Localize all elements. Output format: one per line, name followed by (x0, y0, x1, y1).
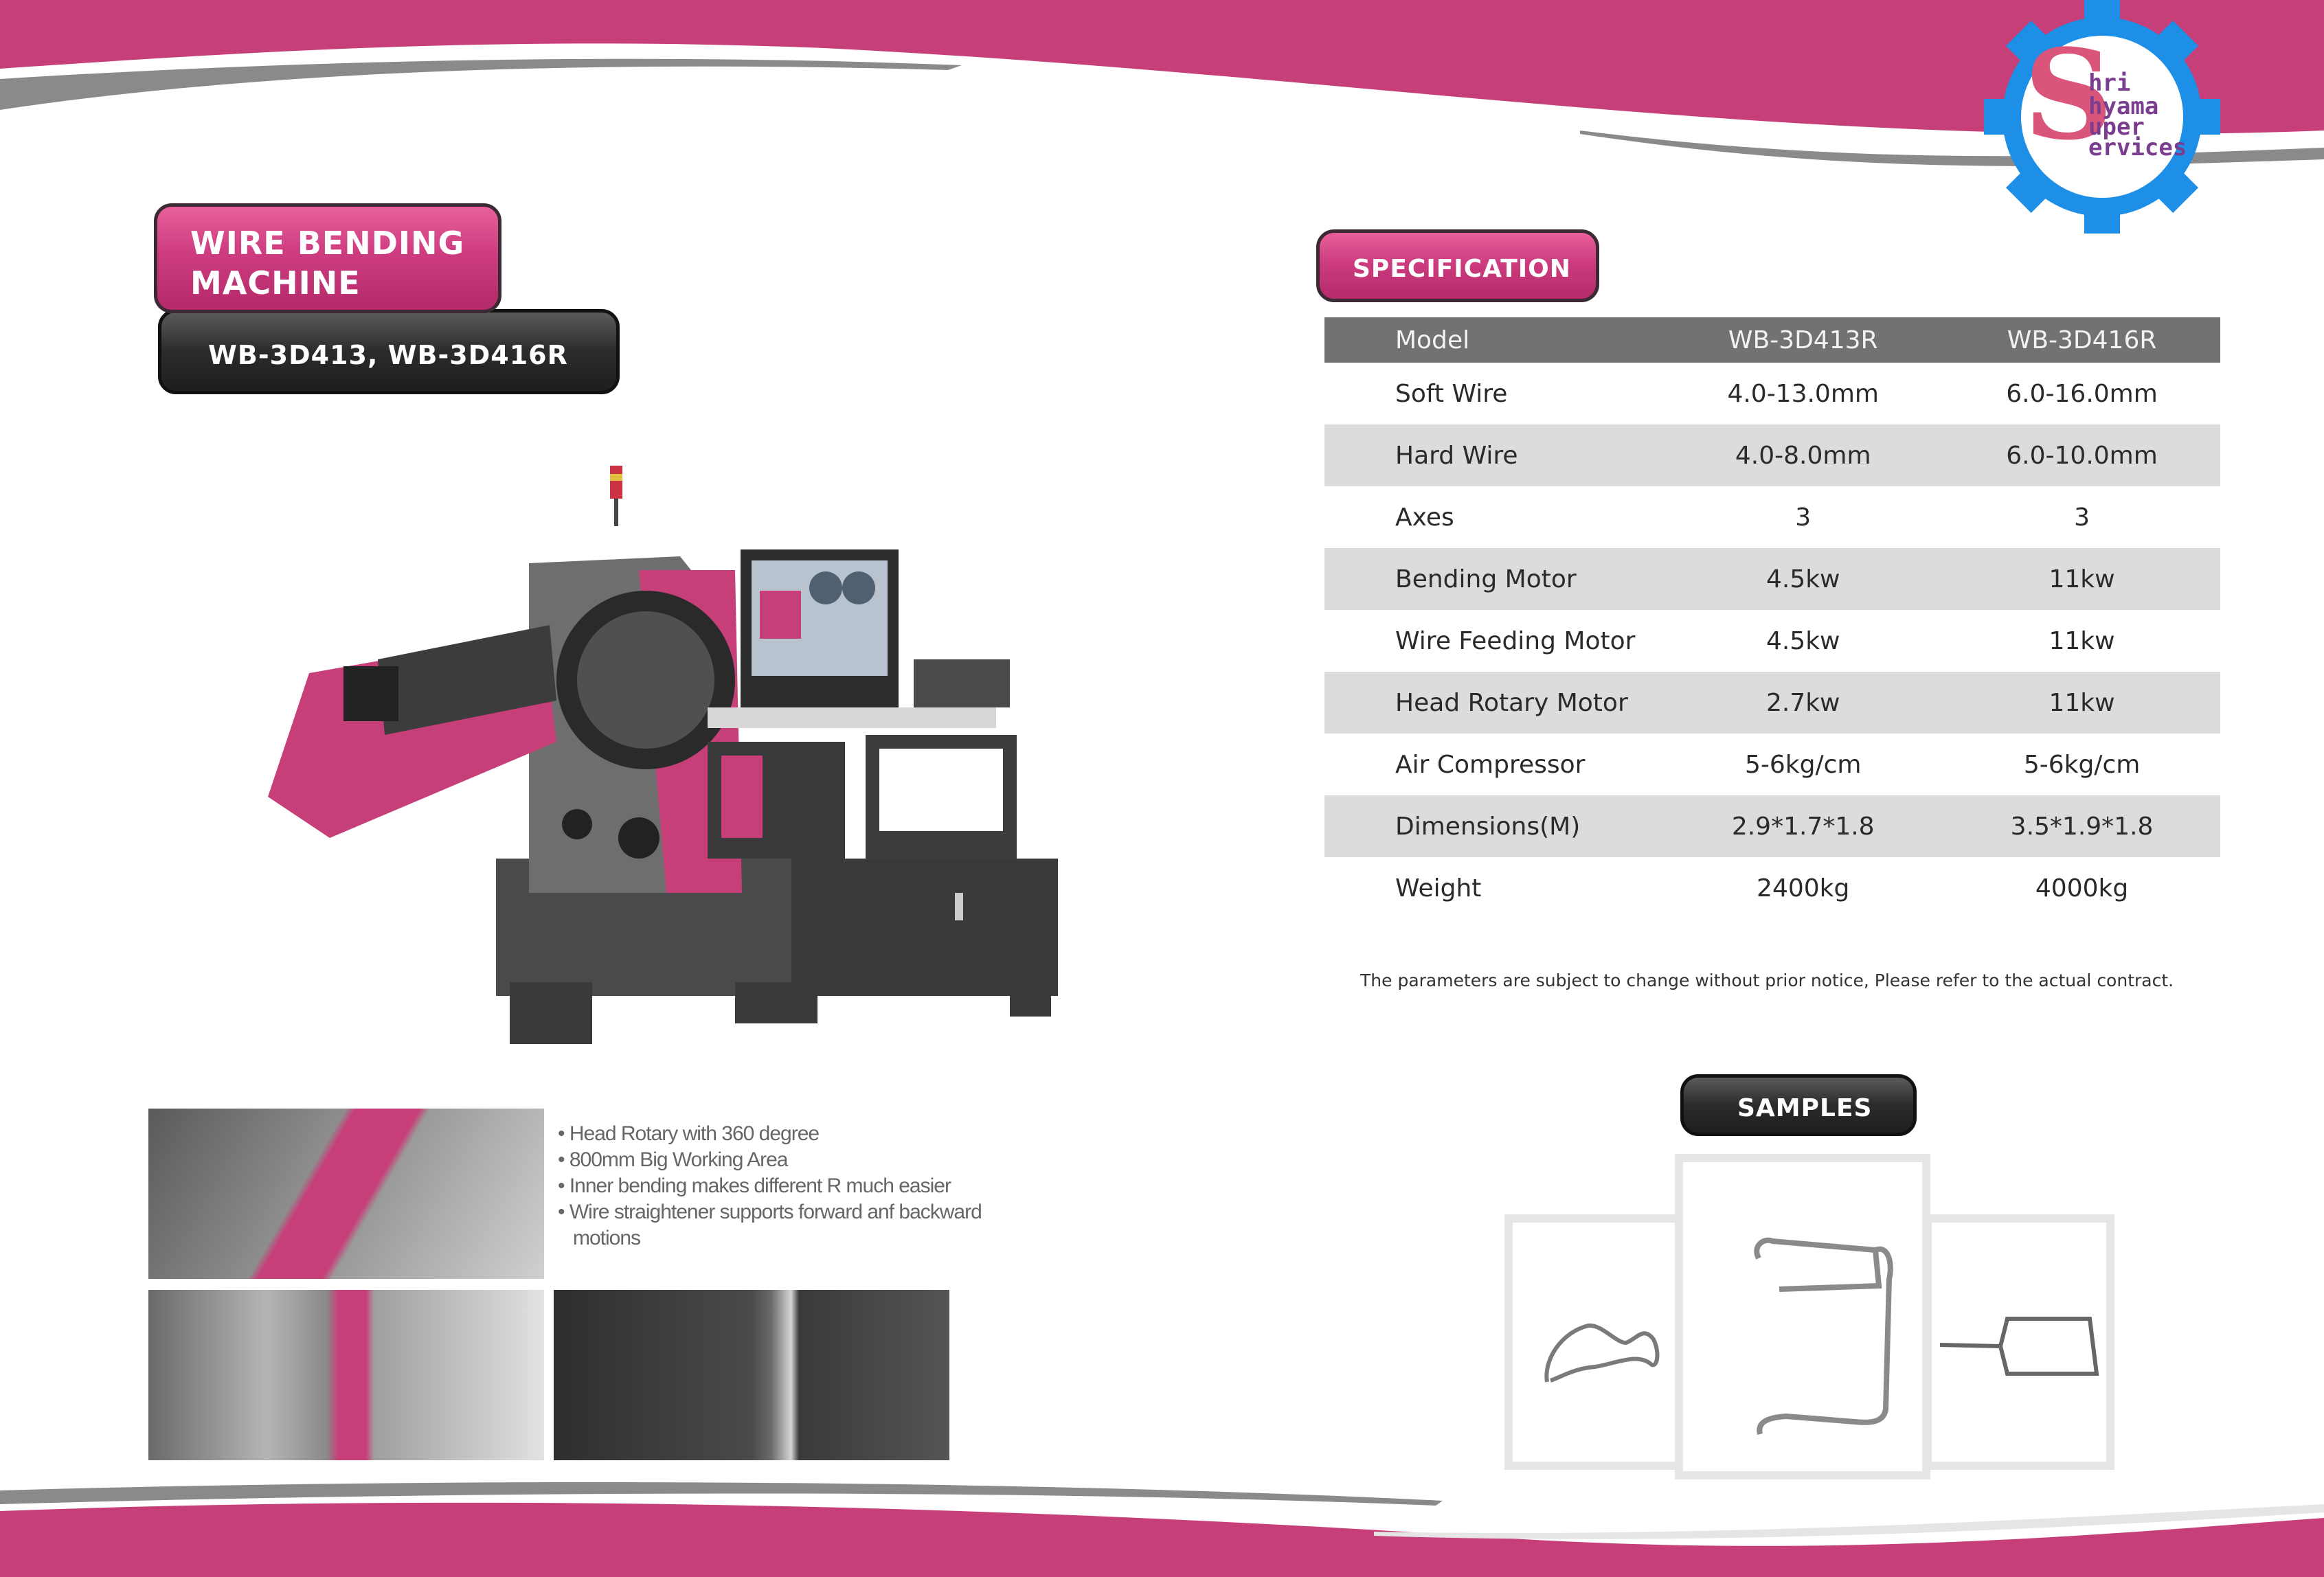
table-row: Wire Feeding Motor 4.5kw 11kw (1324, 610, 2220, 672)
samples-label: SAMPLES (1737, 1094, 1873, 1122)
table-row: Head Rotary Motor 2.7kw 11kw (1324, 672, 2220, 734)
table-cell: 3 (2074, 503, 2090, 532)
logo-initial: S (2024, 23, 2113, 168)
table-cell: 5-6kg/cm (1744, 750, 1862, 779)
table-cell: 6.0-10.0mm (1943, 424, 2220, 486)
feature-photo-straightener (148, 1290, 544, 1460)
model-names: WB-3D413, WB-3D416R (208, 340, 568, 370)
feature-item: • 800mm Big Working Area (558, 1148, 788, 1171)
table-cell: Dimensions(M) (1324, 795, 1663, 857)
table-row: Axes 3 3 (1324, 486, 2220, 548)
gear-logo-icon (1984, 0, 2220, 235)
table-cell: 11kw (1943, 672, 2220, 734)
wire-sample-icon (1754, 1237, 1893, 1435)
table-cell: Air Compressor (1395, 750, 1586, 779)
table-row: Dimensions(M) 2.9*1.7*1.8 3.5*1.9*1.8 (1324, 795, 2220, 857)
table-header-row: Model WB-3D413R WB-3D416R (1324, 317, 2220, 363)
top-decorative-band (0, 0, 2324, 166)
specification-table: Model WB-3D413R WB-3D416R Soft Wire 4.0-… (1324, 317, 2220, 919)
table-cell: 2.7kw (1662, 672, 1944, 734)
table-cell: 4.0-13.0mm (1727, 379, 1879, 408)
table-header-cell: WB-3D416R (1943, 317, 2220, 363)
table-row: Weight 2400kg 4000kg (1324, 857, 2220, 919)
product-title-line1: WIRE BENDING (190, 225, 465, 262)
feature-list: • Head Rotary with 360 degree • 800mm Bi… (558, 1121, 997, 1251)
table-cell: 2.9*1.7*1.8 (1662, 795, 1944, 857)
table-cell: Bending Motor (1324, 548, 1663, 610)
table-cell: 5-6kg/cm (2023, 750, 2141, 779)
table-cell: Axes (1395, 503, 1454, 532)
table-cell: Soft Wire (1395, 379, 1508, 408)
sample-frame-left (1504, 1214, 1695, 1470)
table-cell: 4000kg (2035, 874, 2129, 903)
wire-sample-icon (1544, 1323, 1660, 1383)
sample-frame-center (1675, 1154, 1930, 1479)
sample-frame-right (1923, 1214, 2114, 1470)
feature-photo-rollers (554, 1290, 949, 1460)
table-header-cell: Model (1324, 317, 1663, 363)
table-cell: Hard Wire (1324, 424, 1663, 486)
feature-item: • Wire straightener supports forward anf… (558, 1201, 982, 1223)
wire-bending-machine-image (268, 466, 1058, 1044)
feature-item: motions (558, 1227, 641, 1249)
logo-text-line1: hri (2088, 69, 2131, 97)
table-cell: Weight (1395, 874, 1482, 903)
table-cell: 3 (1795, 503, 1812, 532)
table-row: Hard Wire 4.0-8.0mm 6.0-10.0mm (1324, 424, 2220, 486)
feature-item: • Inner bending makes different R much e… (558, 1175, 951, 1197)
table-row: Bending Motor 4.5kw 11kw (1324, 548, 2220, 610)
logo-text-line2: hyama (2088, 93, 2159, 120)
table-cell: 4.5kw (1765, 626, 1840, 655)
table-cell: 2400kg (1757, 874, 1850, 903)
company-logo: S hri hyama uper ervices (1978, 0, 2226, 235)
table-cell: Head Rotary Motor (1324, 672, 1663, 734)
product-title-badge: WIRE BENDING MACHINE (154, 203, 501, 313)
logo-text-line3: uper (2088, 113, 2145, 141)
bottom-decorative-band (0, 1482, 2324, 1577)
feature-photo-head-rotary (148, 1109, 544, 1279)
specification-note: The parameters are subject to change wit… (1360, 971, 2174, 990)
table-header-cell: WB-3D413R (1662, 317, 1944, 363)
feature-item: • Head Rotary with 360 degree (558, 1122, 820, 1145)
table-cell: 3.5*1.9*1.8 (1943, 795, 2220, 857)
table-cell: 11kw (1943, 548, 2220, 610)
table-row: Soft Wire 4.0-13.0mm 6.0-16.0mm (1324, 363, 2220, 424)
wire-sample-icon (1939, 1317, 2099, 1376)
table-row: Air Compressor 5-6kg/cm 5-6kg/cm (1324, 734, 2220, 795)
table-cell: 4.0-8.0mm (1662, 424, 1944, 486)
table-cell: Wire Feeding Motor (1395, 626, 1636, 655)
logo-text-line4: ervices (2088, 134, 2187, 161)
table-cell: 6.0-16.0mm (2006, 379, 2158, 408)
table-cell: 11kw (2049, 626, 2115, 655)
table-cell: 4.5kw (1662, 548, 1944, 610)
product-title-line2: MACHINE (190, 264, 361, 302)
specification-badge: SPECIFICATION (1316, 229, 1599, 302)
samples-badge: SAMPLES (1680, 1074, 1917, 1136)
model-badge: WB-3D413, WB-3D416R (158, 309, 620, 394)
specification-label: SPECIFICATION (1353, 255, 1571, 283)
